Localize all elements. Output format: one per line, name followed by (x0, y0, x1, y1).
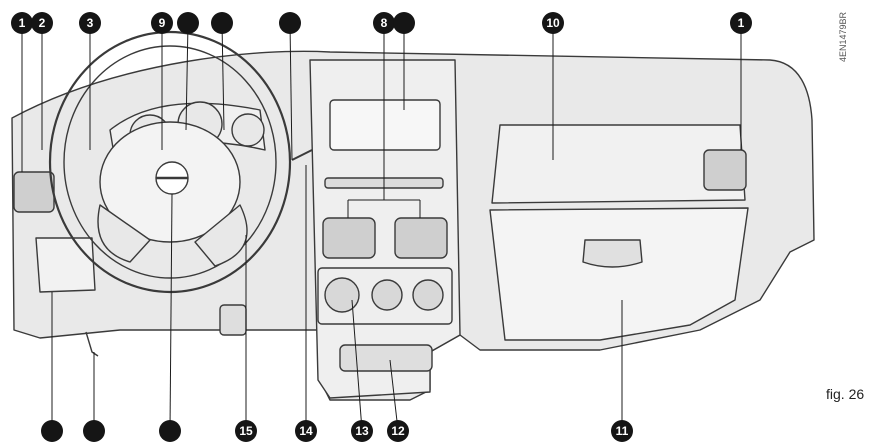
glovebox-lower (489, 207, 749, 341)
vent-center-right (394, 217, 448, 259)
knob-2 (371, 279, 403, 311)
vent-left (13, 171, 55, 213)
callout-unlabeled-a (177, 12, 199, 34)
knob-1 (324, 277, 360, 313)
callout-8: 8 (373, 12, 395, 34)
glovebox-handle (582, 239, 643, 268)
callout-9: 9 (151, 12, 173, 34)
callout-unlabeled-e (41, 420, 63, 442)
callout-unlabeled-d (393, 12, 415, 34)
callout-13: 13 (351, 420, 373, 442)
callout-2: 2 (31, 12, 53, 34)
callout-unlabeled-f (83, 420, 105, 442)
vent-center-left (322, 217, 376, 259)
image-code: 4EN1479BR (838, 11, 848, 62)
callout-3: 3 (79, 12, 101, 34)
callout-12: 12 (387, 420, 409, 442)
storage-slot (339, 344, 433, 372)
callout-14: 14 (295, 420, 317, 442)
callout-1-right: 1 (730, 12, 752, 34)
callout-unlabeled-g (159, 420, 181, 442)
figure-label: fig. 26 (826, 386, 865, 402)
glovebox-upper (491, 124, 746, 204)
steering-wheel (48, 30, 292, 294)
callout-unlabeled-c (279, 12, 301, 34)
display (329, 99, 441, 151)
callout-15: 15 (235, 420, 257, 442)
knee-panel (35, 237, 96, 293)
callout-1: 1 (11, 12, 33, 34)
knob-3 (412, 279, 444, 311)
callout-11: 11 (611, 420, 633, 442)
callout-10: 10 (542, 12, 564, 34)
vent-right (703, 149, 747, 191)
callout-unlabeled-b (211, 12, 233, 34)
